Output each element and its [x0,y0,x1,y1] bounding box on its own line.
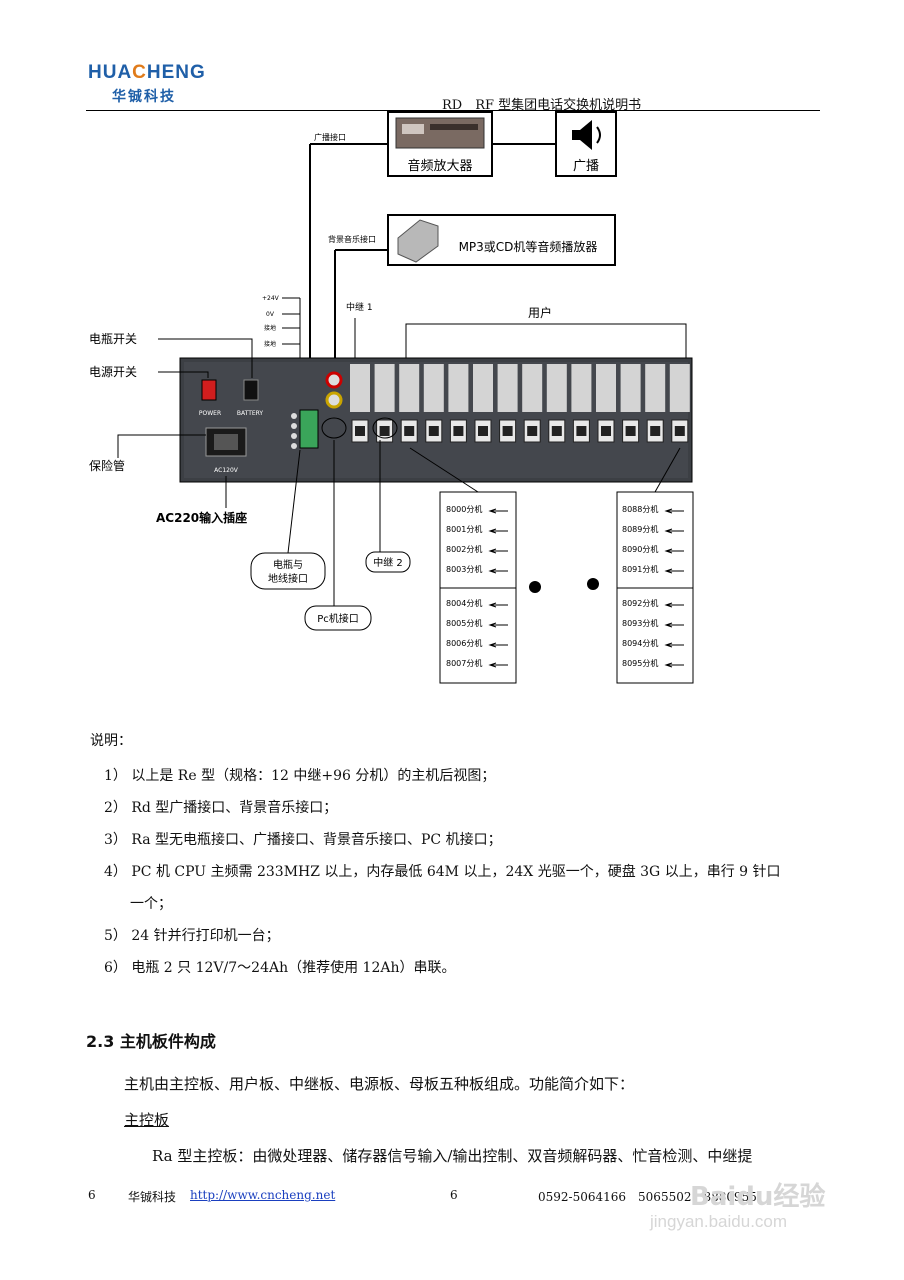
extension-label: 8089分机 [622,524,658,534]
battery-ground-line1: 电瓶与 [273,558,303,571]
note-item: 2） Rd 型广播接口、背景音乐接口； [104,797,337,817]
note-item: 一个； [130,893,172,913]
broadcast-port-label: 广播接口 [314,132,346,142]
notes-title: 说明： [90,730,132,750]
connection-diagram: 音频放大器 广播 MP3或CD机等音频播放器 广播接口 背景音乐接口 +24V … [0,0,904,700]
terminal-block [300,410,318,448]
port-card [645,364,665,412]
port-card [473,364,493,412]
extension-label: 8090分机 [622,544,658,554]
extension-label: 8006分机 [446,638,482,648]
terminal-label: 0V [266,311,275,318]
watermark-brand: Baidu经验 [690,1176,825,1213]
battery-switch [244,380,258,400]
fuse-label: 保险管 [89,458,125,473]
rca-bgmusic [327,393,341,407]
power-switch [202,380,216,400]
watermark-url: jingyan.baidu.com [650,1212,787,1232]
port-card [522,364,542,412]
port-card [399,364,419,412]
extension-label: 8004分机 [446,598,482,608]
ac-socket-label: AC220输入插座 [156,510,247,525]
bgmusic-port-label: 背景音乐接口 [328,234,376,244]
player-label: MP3或CD机等音频播放器 [459,239,598,254]
extension-label: 8002分机 [446,544,482,554]
extension-label: 8000分机 [446,504,482,514]
extension-label: 8091分机 [622,564,658,574]
extension-label: 8093分机 [622,618,658,628]
ellipsis-dot [529,581,541,593]
trunk1-label: 中继 1 [346,301,373,313]
port-card [448,364,468,412]
terminal-label: +24V [262,295,280,302]
terminal-label: 接地 [264,340,276,348]
section-heading: 2.3 主机板件构成 [86,1028,216,1052]
extension-label: 8003分机 [446,564,482,574]
battery-ground-line2: 地线接口 [268,572,308,585]
note-item: 3） Ra 型无电瓶接口、广播接口、背景音乐接口、PC 机接口； [104,829,502,849]
terminal-label: 接地 [264,324,276,332]
battery-switch-label: 电瓶开关 [89,332,137,346]
extension-label: 8094分机 [622,638,658,648]
subheading-main-control: 主控板 [124,1109,169,1130]
speaker-label: 广播 [573,159,599,174]
note-item: 5） 24 针并行打印机一台； [104,925,280,945]
footer-page-center: 6 [450,1188,458,1202]
extension-label: 8007分机 [446,658,482,668]
amplifier-label: 音频放大器 [407,158,472,174]
section-body: Ra 型主控板：由微处理器、储存器信号输入/输出控制、双音频解码器、忙音检测、中… [152,1145,752,1166]
rca-broadcast [327,373,341,387]
note-item: 4） PC 机 CPU 主频需 233MHZ 以上，内存最低 64M 以上，24… [104,861,781,881]
ellipsis-dot [587,578,599,590]
section-intro: 主机由主控板、用户板、中继板、电源板、母板五种板组成。功能简介如下： [124,1073,634,1094]
footer-company: 华铖科技 [128,1188,176,1205]
pc-port-label: Pc机接口 [317,612,359,625]
panel-battery-label: BATTERY [237,410,264,417]
footer-url-link[interactable]: http://www.cncheng.net [190,1188,335,1202]
extension-label: 8001分机 [446,524,482,534]
port-card [621,364,641,412]
port-card [547,364,567,412]
port-card [596,364,616,412]
note-item: 6） 电瓶 2 只 12V/7～24Ah（推荐使用 12Ah）串联。 [104,957,456,977]
port-card [498,364,518,412]
users-label: 用户 [528,305,552,320]
port-card [350,364,370,412]
trunk2-label: 中继 2 [373,556,403,569]
port-card [375,364,395,412]
extension-label: 8095分机 [622,658,658,668]
footer-page-left: 6 [88,1188,96,1202]
extension-label: 8005分机 [446,618,482,628]
extension-label: 8092分机 [622,598,658,608]
note-item: 1） 以上是 Re 型（规格：12 中继+96 分机）的主机后视图； [104,765,495,785]
panel-power-label: POWER [199,410,221,417]
power-switch-label: 电源开关 [89,365,137,379]
port-card [424,364,444,412]
panel-ac-label: AC120V [214,467,239,474]
port-card [571,364,591,412]
extension-label: 8088分机 [622,504,658,514]
port-card [670,364,690,412]
